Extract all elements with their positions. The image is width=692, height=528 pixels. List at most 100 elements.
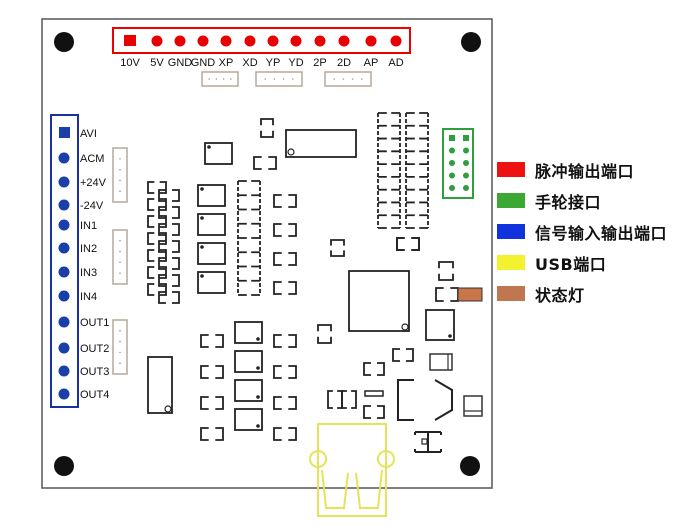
legend-swatch-green xyxy=(497,193,525,208)
pad-bottom xyxy=(260,130,274,138)
pad-right xyxy=(288,252,297,266)
pad-right xyxy=(377,362,385,376)
usb-shield-right xyxy=(355,469,383,509)
pin-label-yp: YP xyxy=(266,57,281,69)
pin-label-2p: 2P xyxy=(313,57,326,69)
smd-pad xyxy=(341,390,357,409)
legend-item-handwheel: 手轮接口 xyxy=(497,185,667,216)
smd-pad xyxy=(158,206,180,219)
pad-left xyxy=(363,405,371,419)
header-pin xyxy=(230,78,232,80)
header-pin xyxy=(264,78,267,80)
legend-label: USB端口 xyxy=(535,254,607,274)
smd-pad xyxy=(273,252,297,266)
pad-left xyxy=(158,291,166,304)
pad-left xyxy=(273,396,282,410)
header-pin xyxy=(282,78,285,80)
usb-mount-left xyxy=(309,450,327,468)
smd-pad xyxy=(363,362,385,376)
pad-left xyxy=(435,287,444,302)
pad-right xyxy=(159,232,167,245)
pin-label-ad: AD xyxy=(388,57,403,69)
cap-body xyxy=(429,353,453,371)
handwheel-header xyxy=(442,128,474,199)
smd-pad xyxy=(158,274,180,287)
ic-chip xyxy=(197,213,226,236)
smd-pad xyxy=(273,427,297,441)
pad-left xyxy=(273,223,282,237)
smd-pad xyxy=(200,427,224,441)
header-pin xyxy=(119,158,121,160)
smd-pad-vertical xyxy=(438,261,454,281)
status-led xyxy=(457,287,483,302)
smd-pad xyxy=(147,266,167,279)
pin xyxy=(220,35,232,47)
smd-pad xyxy=(273,223,297,237)
handwheel-pin-square xyxy=(449,135,455,141)
handwheel-header-outline xyxy=(442,128,474,199)
usb-shield-left xyxy=(321,469,349,509)
legend-label: 状态灯 xyxy=(535,285,585,305)
pad-left xyxy=(273,427,282,441)
pin-label-out3: OUT3 xyxy=(80,366,109,378)
pad-top xyxy=(438,261,454,269)
pin-label-10v: 10V xyxy=(120,57,140,69)
pad-right xyxy=(288,365,297,379)
pin1-marker xyxy=(200,216,204,220)
pin-label-24v: +24V xyxy=(80,177,107,189)
smd-pad xyxy=(200,365,224,379)
resistor-array xyxy=(237,180,261,296)
pad-right xyxy=(351,390,357,409)
pad-left xyxy=(158,240,166,253)
pad-right xyxy=(215,365,224,379)
pin1-marker xyxy=(401,323,409,331)
pad-right xyxy=(172,240,180,253)
legend-swatch-brown xyxy=(497,286,525,301)
pad-left xyxy=(158,189,166,202)
resistor-body xyxy=(364,390,384,397)
handwheel-pin xyxy=(449,147,455,154)
pin xyxy=(58,219,70,231)
pin-label-acm: ACM xyxy=(80,153,104,165)
comp-body xyxy=(463,395,483,417)
array-sides xyxy=(377,113,401,228)
pin xyxy=(244,35,256,47)
components xyxy=(147,112,483,453)
pin xyxy=(290,35,302,47)
side-header xyxy=(112,319,128,375)
pin-label-xd: XD xyxy=(242,57,257,69)
pad-right xyxy=(288,194,297,208)
pad-left xyxy=(147,232,155,245)
side-header xyxy=(112,147,128,203)
header-pin xyxy=(119,168,121,171)
pad-right xyxy=(215,427,224,441)
smd-pad xyxy=(363,405,385,419)
header-outline xyxy=(255,71,303,87)
header-pin xyxy=(119,340,121,343)
pin xyxy=(58,152,70,164)
handwheel-pin xyxy=(449,160,455,166)
legend-item-status-led: 状态灯 xyxy=(497,278,667,309)
pad-left xyxy=(147,283,155,296)
pin-label-avi: AVI xyxy=(80,128,97,140)
smd-pad xyxy=(147,181,167,194)
array-sides xyxy=(405,113,429,228)
pin xyxy=(365,35,377,47)
pad-bottom xyxy=(317,336,332,344)
smd-pad xyxy=(273,194,297,208)
header-outline xyxy=(324,71,372,87)
pad-left xyxy=(273,365,282,379)
pad-right xyxy=(172,274,180,287)
pin-label-2d: 2D xyxy=(337,57,351,69)
pad-left xyxy=(200,365,209,379)
smd-pad xyxy=(273,396,297,410)
legend-label: 脉冲输出端口 xyxy=(535,161,635,181)
ic-chip xyxy=(234,379,263,402)
handwheel-pin xyxy=(463,160,469,166)
handwheel-pin xyxy=(463,185,469,191)
pad-left xyxy=(158,206,166,219)
pin1-marker xyxy=(256,337,260,341)
signal-io-connector: AVIACM+24V-24VIN1IN2IN3IN4OUT1OUT2OUT3OU… xyxy=(50,114,109,408)
pad-bottom xyxy=(330,250,345,257)
